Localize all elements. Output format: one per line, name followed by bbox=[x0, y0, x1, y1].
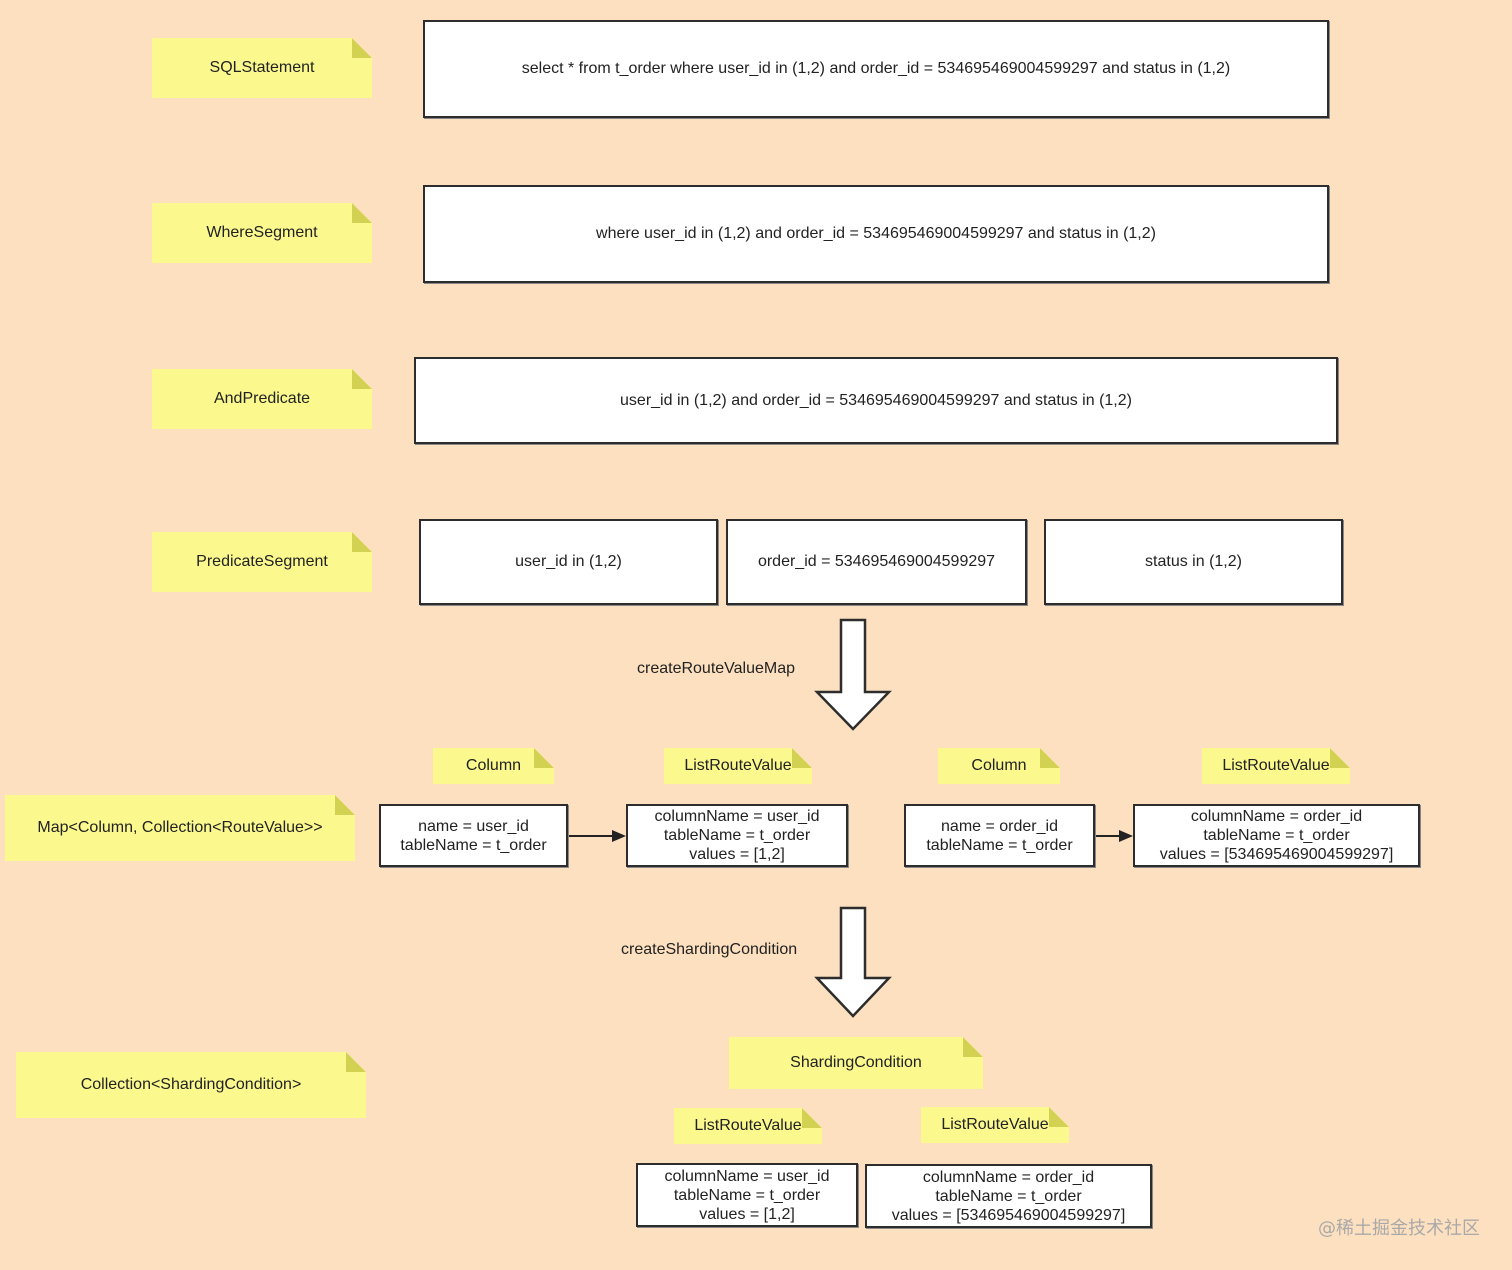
note-fold bbox=[802, 1108, 822, 1128]
note-collection-type: Collection<ShardingCondition> bbox=[16, 1052, 366, 1118]
note-fold bbox=[352, 532, 372, 552]
box-line: columnName = order_id bbox=[1190, 808, 1363, 825]
box-line: values = [1,2] bbox=[689, 846, 785, 863]
note-label: ListRouteValue bbox=[684, 757, 792, 774]
note-fold bbox=[1040, 748, 1060, 768]
note-list-route-value-4: ListRouteValue bbox=[921, 1107, 1069, 1143]
note-label: ListRouteValue bbox=[941, 1116, 1049, 1133]
note-label: SQLStatement bbox=[209, 59, 315, 76]
box-line: tableName = t_order bbox=[663, 827, 811, 844]
connector-arrowhead-1 bbox=[612, 830, 626, 842]
label-create-sharding-condition: createShardingCondition bbox=[621, 941, 798, 958]
connector-arrowhead-2 bbox=[1119, 830, 1133, 842]
box-text: user_id in (1,2) and order_id = 53469546… bbox=[620, 391, 1132, 409]
watermark: @稀土掘金技术社区 bbox=[1318, 1218, 1480, 1239]
box-line: columnName = user_id bbox=[654, 808, 820, 825]
note-fold bbox=[534, 748, 554, 768]
box-line: tableName = t_order bbox=[673, 1186, 821, 1204]
note-fold bbox=[1049, 1107, 1069, 1127]
note-sharding-condition: ShardingCondition bbox=[729, 1037, 983, 1089]
note-fold bbox=[352, 203, 372, 223]
box-and-predicate: user_id in (1,2) and order_id = 53469546… bbox=[414, 357, 1338, 444]
box-sharding-route-value-order-id: columnName = order_id tableName = t_orde… bbox=[865, 1164, 1152, 1228]
box-text: user_id in (1,2) bbox=[515, 553, 622, 570]
box-column-user-id: name = user_id tableName = t_order bbox=[379, 804, 568, 867]
box-line: values = [1,2] bbox=[699, 1205, 795, 1223]
note-label: Column bbox=[971, 757, 1027, 774]
note-fold bbox=[346, 1052, 366, 1072]
box-line: tableName = t_order bbox=[400, 836, 547, 854]
box-where-segment: where user_id in (1,2) and order_id = 53… bbox=[423, 185, 1329, 283]
box-line: tableName = t_order bbox=[1203, 827, 1350, 844]
note-fold bbox=[1330, 748, 1350, 768]
box-line: tableName = t_order bbox=[926, 836, 1073, 854]
note-fold bbox=[335, 795, 355, 815]
note-label: WhereSegment bbox=[206, 224, 318, 241]
box-text: status in (1,2) bbox=[1145, 553, 1242, 570]
note-column-2: Column bbox=[938, 748, 1060, 784]
box-column-order-id: name = order_id tableName = t_order bbox=[904, 804, 1095, 867]
note-sql-statement: SQLStatement bbox=[152, 38, 372, 98]
note-fold bbox=[963, 1037, 983, 1057]
box-line: values = [534695469004599297] bbox=[1159, 846, 1394, 863]
note-predicate-segment: PredicateSegment bbox=[152, 532, 372, 592]
note-map-type: Map<Column, Collection<RouteValue>> bbox=[5, 795, 355, 861]
hollow-down-arrow-2 bbox=[814, 906, 892, 1018]
note-and-predicate: AndPredicate bbox=[152, 369, 372, 429]
box-predicate-order-id: order_id = 534695469004599297 bbox=[726, 519, 1027, 605]
box-route-value-order-id: columnName = order_id tableName = t_orde… bbox=[1133, 804, 1420, 867]
note-label: PredicateSegment bbox=[196, 553, 328, 570]
note-label: ShardingCondition bbox=[790, 1054, 922, 1071]
box-predicate-user-id: user_id in (1,2) bbox=[419, 519, 718, 605]
note-label: Column bbox=[465, 757, 522, 774]
note-fold bbox=[792, 748, 812, 768]
note-label: AndPredicate bbox=[213, 390, 311, 407]
box-text: where user_id in (1,2) and order_id = 53… bbox=[596, 225, 1156, 242]
box-line: tableName = t_order bbox=[935, 1187, 1082, 1205]
note-label: Map<Column, Collection<RouteValue>> bbox=[37, 819, 323, 836]
note-list-route-value-3: ListRouteValue bbox=[674, 1108, 822, 1144]
box-line: columnName = user_id bbox=[664, 1167, 830, 1185]
box-line: name = order_id bbox=[941, 817, 1058, 835]
note-label: Collection<ShardingCondition> bbox=[80, 1076, 302, 1093]
box-text: order_id = 534695469004599297 bbox=[757, 553, 996, 570]
note-column-1: Column bbox=[433, 748, 554, 784]
note-fold bbox=[352, 369, 372, 389]
box-line: name = user_id bbox=[418, 817, 529, 835]
box-sharding-route-value-user-id: columnName = user_id tableName = t_order… bbox=[636, 1163, 858, 1227]
box-text: select * from t_order where user_id in (… bbox=[521, 60, 1231, 77]
box-sql-statement: select * from t_order where user_id in (… bbox=[423, 20, 1329, 118]
box-route-value-user-id: columnName = user_id tableName = t_order… bbox=[626, 804, 848, 867]
label-create-route-value-map: createRouteValueMap bbox=[637, 660, 796, 677]
box-line: values = [534695469004599297] bbox=[891, 1206, 1126, 1224]
box-predicate-status: status in (1,2) bbox=[1044, 519, 1343, 605]
box-line: columnName = order_id bbox=[922, 1168, 1095, 1186]
note-where-segment: WhereSegment bbox=[152, 203, 372, 263]
note-label: ListRouteValue bbox=[694, 1117, 802, 1134]
note-label: ListRouteValue bbox=[1222, 757, 1330, 774]
note-list-route-value-1: ListRouteValue bbox=[664, 748, 812, 784]
note-list-route-value-2: ListRouteValue bbox=[1202, 748, 1350, 784]
hollow-down-arrow-1 bbox=[814, 618, 892, 731]
note-fold bbox=[352, 38, 372, 58]
